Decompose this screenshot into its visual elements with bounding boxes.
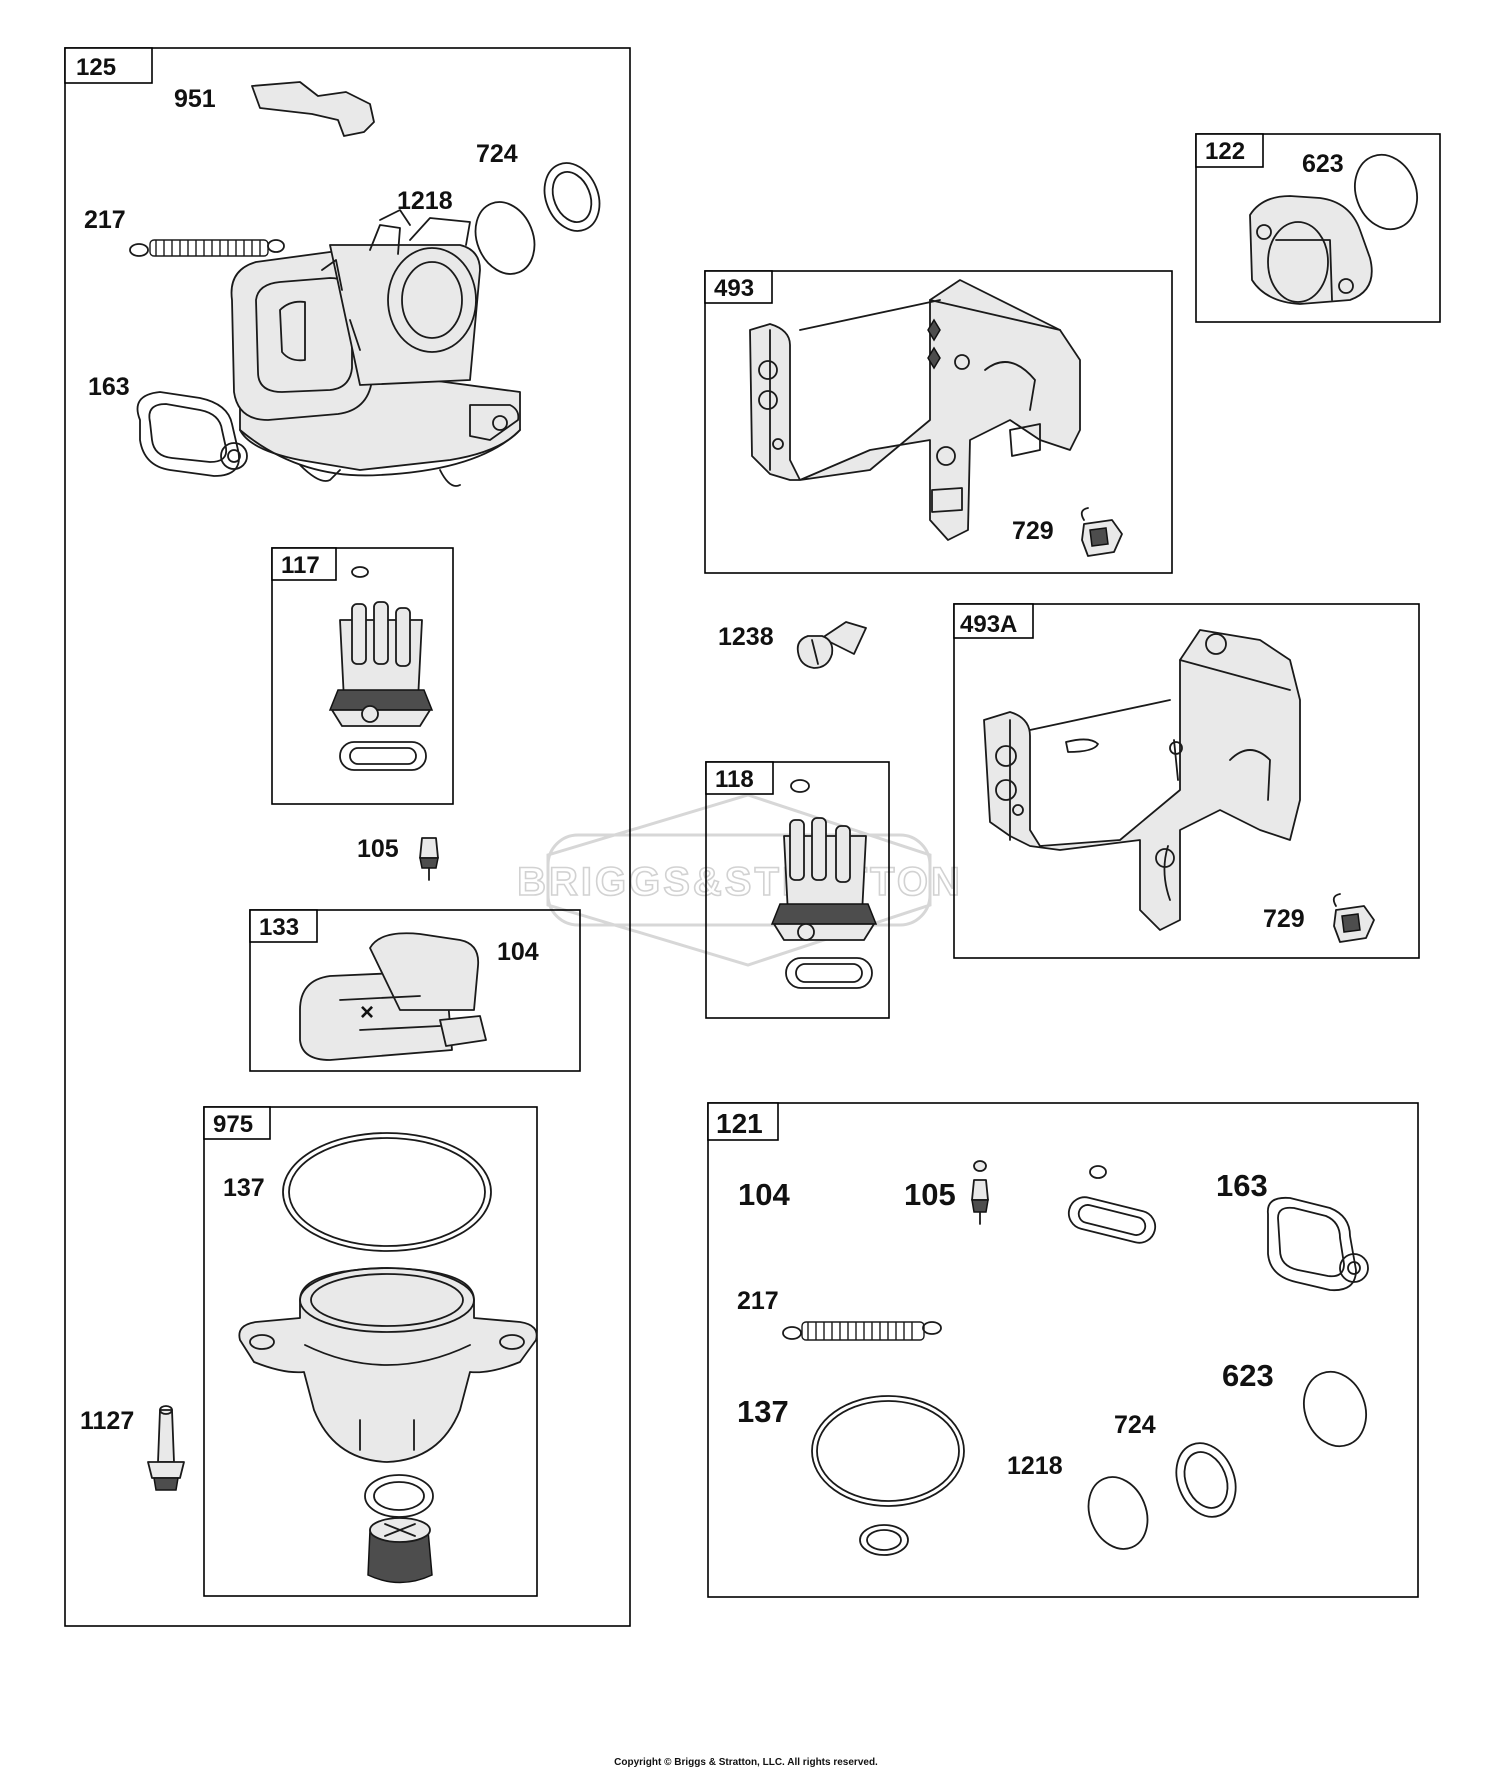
group-label-493a: 493A <box>960 611 1017 638</box>
group-117: 117 <box>271 547 454 805</box>
callout-623-top[interactable]: 623 <box>1302 150 1344 178</box>
float-bowl-icon[interactable] <box>238 1267 538 1463</box>
group-118: 118 <box>705 761 890 1019</box>
callout-1238[interactable]: 1238 <box>718 623 774 651</box>
callout-1127[interactable]: 1127 <box>80 1407 134 1435</box>
intake-elbow-icon[interactable] <box>1249 195 1373 305</box>
spring-icon[interactable] <box>129 239 285 257</box>
fuel-shutoff-valve-icon[interactable] <box>328 566 434 771</box>
callout-729-b[interactable]: 729 <box>1263 905 1305 933</box>
group-122: 122 623 <box>1195 133 1441 323</box>
wire-clip-a-icon[interactable] <box>1080 507 1123 557</box>
group-label-118: 118 <box>715 766 754 793</box>
callout-951[interactable]: 951 <box>174 85 216 113</box>
governor-bracket-icon[interactable] <box>983 629 1301 931</box>
bowl-nut-icon[interactable] <box>367 1517 433 1584</box>
float-needle-icon[interactable] <box>419 837 439 881</box>
callout-623-kit[interactable]: 623 <box>1222 1358 1274 1393</box>
kit-spring-icon[interactable] <box>782 1321 942 1341</box>
watermark: BRIGGS&STRATTON <box>516 793 963 967</box>
carburetor-icon[interactable] <box>230 209 521 487</box>
gasket-ring-icon[interactable] <box>465 193 545 283</box>
group-133: 133 × 104 <box>249 909 581 1072</box>
fuel-valve-icon[interactable] <box>770 779 878 989</box>
callout-729-a[interactable]: 729 <box>1012 517 1054 545</box>
control-bracket-icon[interactable] <box>749 279 1081 541</box>
kit-gasket-ring-icon[interactable] <box>1078 1468 1158 1558</box>
kit-float-pin-icon[interactable] <box>796 1194 848 1224</box>
group-493a: 493A 729 <box>953 603 1420 959</box>
group-label-117: 117 <box>281 552 320 579</box>
copyright-text: Copyright © Briggs & Stratton, LLC. All … <box>614 1757 878 1768</box>
callout-217-kit[interactable]: 217 <box>737 1287 779 1315</box>
callout-163-top[interactable]: 163 <box>88 373 130 401</box>
group-label-121: 121 <box>716 1108 763 1139</box>
float-icon[interactable]: × <box>299 932 487 1061</box>
callout-104-kit[interactable]: 104 <box>738 1177 790 1212</box>
callout-724-top[interactable]: 724 <box>476 140 518 168</box>
kit-mounting-gasket-icon[interactable] <box>1267 1196 1369 1292</box>
group-label-493: 493 <box>714 275 754 302</box>
group-label-133: 133 <box>259 914 299 941</box>
kit-seal-ring-icon[interactable] <box>1166 1434 1246 1525</box>
kit-float-needle-icon[interactable] <box>971 1160 989 1225</box>
float-pin-icon[interactable] <box>514 970 548 992</box>
kit-bowl-gasket-icon[interactable] <box>811 1395 965 1507</box>
callout-724-kit[interactable]: 724 <box>1114 1411 1156 1439</box>
bracket-screw-icon[interactable] <box>796 621 867 669</box>
group-label-125: 125 <box>76 54 116 81</box>
callout-163-kit[interactable]: 163 <box>1216 1168 1268 1203</box>
kit-bowl-washer-icon[interactable] <box>859 1524 909 1556</box>
kit-elbow-gasket-icon[interactable] <box>1294 1363 1376 1455</box>
elbow-gasket-icon[interactable] <box>1345 146 1427 238</box>
wire-clip-b-icon[interactable] <box>1332 893 1375 943</box>
group-label-122: 122 <box>1205 138 1245 165</box>
group-label-975: 975 <box>213 1111 253 1138</box>
callout-1218-top[interactable]: 1218 <box>397 187 453 215</box>
callout-105-mid[interactable]: 105 <box>357 835 399 863</box>
kit-valve-gasket-icon[interactable] <box>1065 1165 1158 1246</box>
callout-137-kit[interactable]: 137 <box>737 1394 789 1429</box>
group-121: 121 104 105 163 217 <box>707 1102 1419 1598</box>
callout-104-mid[interactable]: 104 <box>497 938 539 966</box>
group-493: 493 729 <box>704 270 1173 574</box>
callout-1218-kit[interactable]: 1218 <box>1007 1452 1063 1480</box>
group-975: 975 137 <box>203 1106 538 1597</box>
seal-ring-icon[interactable] <box>535 155 609 239</box>
throttle-lever-icon[interactable] <box>251 81 375 137</box>
svg-text:×: × <box>360 999 374 1026</box>
mounting-gasket-icon[interactable] <box>136 391 248 477</box>
bowl-bolt-icon[interactable] <box>147 1405 185 1491</box>
callout-105-kit[interactable]: 105 <box>904 1177 956 1212</box>
watermark-text: BRIGGS&STRATTON <box>517 860 963 904</box>
bowl-washer-icon[interactable] <box>364 1474 434 1518</box>
callout-217-top[interactable]: 217 <box>84 206 126 234</box>
group-125: 125 951 724 1218 217 <box>64 47 631 1627</box>
bowl-gasket-icon[interactable] <box>282 1132 492 1252</box>
callout-137-left[interactable]: 137 <box>223 1174 265 1202</box>
